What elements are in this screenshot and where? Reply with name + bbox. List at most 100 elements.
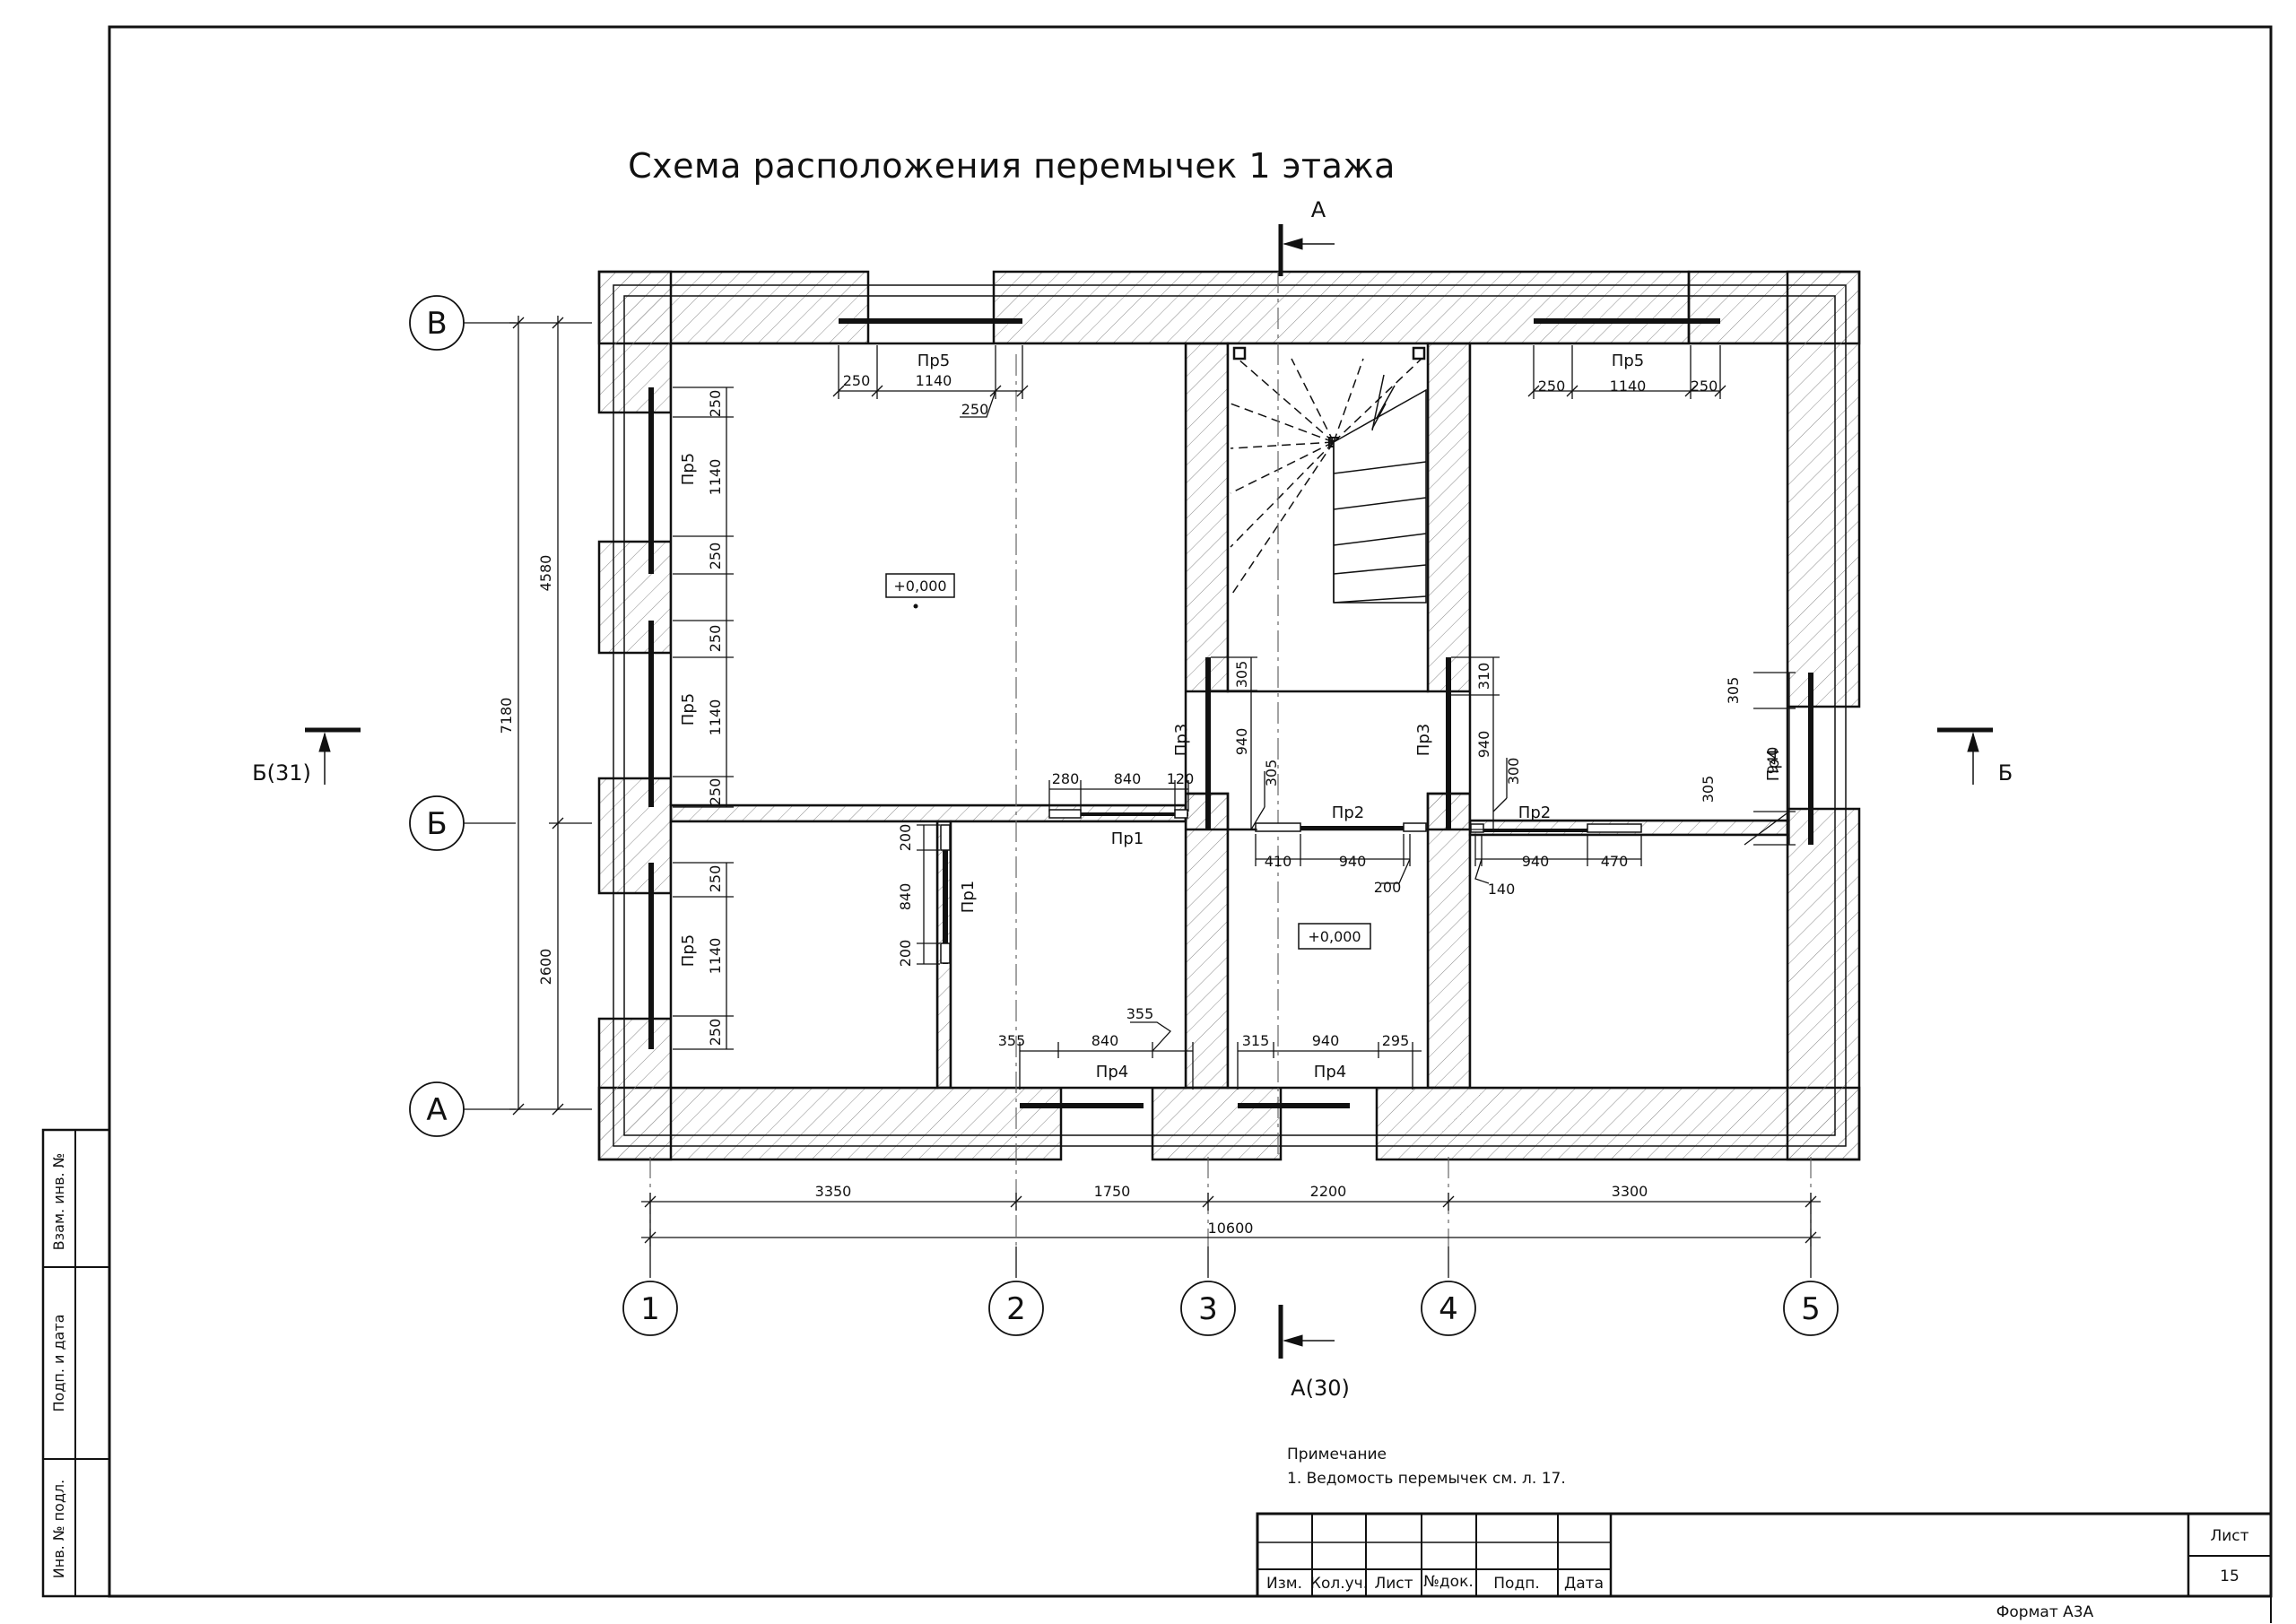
format-label: Формат А3А bbox=[1996, 1603, 2094, 1621]
level-room-1: +0,000 bbox=[893, 578, 946, 595]
wall-layers bbox=[613, 284, 1847, 1147]
dim-value: 355 bbox=[1126, 1005, 1154, 1022]
lintel-label-pr1: Пр1 bbox=[1111, 829, 1144, 848]
side-label-vzam: Взам. инв. № bbox=[50, 1153, 67, 1251]
dim-value: 250 bbox=[707, 865, 724, 893]
side-label-podp: Подп. и дата bbox=[50, 1315, 67, 1412]
axis-bubble-v bbox=[409, 295, 465, 351]
axis-bubble-3 bbox=[1180, 1281, 1236, 1336]
dim-value: 250 bbox=[961, 401, 989, 418]
dim-value: 140 bbox=[1488, 881, 1516, 898]
lintel-label-pr3: Пр3 bbox=[1414, 724, 1433, 756]
lintel-labels: Пр5 Пр5 Пр5 Пр5 Пр5 Пр1 Пр1 Пр2 Пр2 Пр3 … bbox=[679, 352, 1783, 1081]
axis-label-1: 1 bbox=[640, 1291, 660, 1327]
axis-label-5: 5 bbox=[1801, 1291, 1821, 1327]
lintel-label-pr2: Пр2 bbox=[1332, 803, 1364, 822]
dim-value: 305 bbox=[1700, 776, 1717, 803]
axis-label-2: 2 bbox=[1006, 1291, 1026, 1327]
level-room-2: +0,000 bbox=[1308, 928, 1361, 945]
stair bbox=[1230, 346, 1427, 604]
axis-bubble-b bbox=[409, 795, 465, 851]
lintel-label-pr5: Пр5 bbox=[918, 352, 950, 370]
dim-value: 280 bbox=[1052, 770, 1080, 787]
dim-value: 200 bbox=[1374, 879, 1402, 896]
dim-value: 200 bbox=[897, 940, 914, 968]
dim-value: 200 bbox=[897, 824, 914, 852]
dim-value: 840 bbox=[1091, 1032, 1119, 1049]
lintel-supports bbox=[940, 809, 1642, 964]
dim-value: 940 bbox=[1339, 853, 1367, 870]
dim-value: 250 bbox=[1538, 378, 1566, 395]
dim-value: 1140 bbox=[707, 938, 724, 975]
axis-label-a: А bbox=[426, 1092, 447, 1128]
cut-label-b-right: Б bbox=[1998, 760, 2013, 786]
dim-v-b: 4580 bbox=[537, 555, 554, 592]
dim-value: 305 bbox=[1725, 677, 1742, 705]
main-dimensions: 3350 1750 2200 3300 10600 4580 2600 7180 bbox=[498, 555, 1648, 1237]
dim-value: 250 bbox=[707, 543, 724, 570]
note-line-1: 1. Ведомость перемычек см. л. 17. bbox=[1287, 1470, 1566, 1488]
dim-4-5: 3300 bbox=[1612, 1183, 1648, 1200]
axis-label-3: 3 bbox=[1198, 1291, 1218, 1327]
axis-bubble-a bbox=[409, 1081, 465, 1137]
stamp-list: Лист bbox=[1374, 1575, 1413, 1593]
dim-3-4: 2200 bbox=[1310, 1183, 1347, 1200]
dim-value: 1140 bbox=[707, 699, 724, 736]
dim-value: 1140 bbox=[1610, 378, 1647, 395]
axis-bubble-5 bbox=[1783, 1281, 1839, 1336]
stamp-podp: Подп. bbox=[1493, 1575, 1539, 1593]
dim-total-y: 7180 bbox=[498, 698, 515, 734]
floor-plan bbox=[597, 270, 1861, 1246]
dim-value: 250 bbox=[707, 778, 724, 806]
axis-label-v: В bbox=[426, 306, 447, 342]
dim-value: 250 bbox=[707, 1019, 724, 1046]
dim-value: 1140 bbox=[916, 372, 952, 389]
sheet-frame bbox=[108, 25, 2273, 1623]
dim-value: 940 bbox=[1312, 1032, 1340, 1049]
lintel-label-pr3: Пр3 bbox=[1172, 724, 1191, 756]
stamp-kol: Кол.уч. bbox=[1310, 1575, 1368, 1593]
dim-value: 940 bbox=[1475, 731, 1492, 759]
lintel-label-pr5: Пр5 bbox=[1612, 352, 1644, 370]
dim-value: 1140 bbox=[707, 459, 724, 496]
dim-value: 295 bbox=[1382, 1032, 1410, 1049]
axis-bubble-2 bbox=[988, 1281, 1044, 1336]
cut-label-a-bottom: А(30) bbox=[1291, 1376, 1350, 1401]
axis-bubbles: В Б А 1 2 3 4 5 bbox=[409, 295, 1839, 1336]
dimension-lines bbox=[462, 316, 1821, 1278]
lintel-label-pr5: Пр5 bbox=[679, 453, 698, 485]
lintel-label-pr4: Пр4 bbox=[1096, 1063, 1128, 1081]
dim-value: 250 bbox=[707, 625, 724, 653]
dim-2-3: 1750 bbox=[1094, 1183, 1131, 1200]
dim-value: 470 bbox=[1601, 853, 1629, 870]
side-label-inv: Инв. № подл. bbox=[50, 1480, 67, 1578]
stamp-data: Дата bbox=[1564, 1575, 1604, 1593]
dim-value: 300 bbox=[1505, 758, 1522, 786]
dim-value: 840 bbox=[897, 883, 914, 911]
side-stamp: Взам. инв. № Подп. и дата Инв. № подл. bbox=[41, 1128, 111, 1598]
dim-value: 250 bbox=[843, 372, 871, 389]
axis-label-4: 4 bbox=[1439, 1291, 1458, 1327]
lintel-label-pr5: Пр5 bbox=[679, 693, 698, 725]
stamp-izm: Изм. bbox=[1266, 1575, 1302, 1593]
dim-b-a: 2600 bbox=[537, 949, 554, 986]
lintel-label-pr1: Пр1 bbox=[959, 881, 978, 913]
outer-walls bbox=[597, 270, 1861, 1161]
axis-label-b: Б bbox=[426, 806, 447, 842]
cut-label-b-left: Б(31) bbox=[252, 760, 311, 786]
title-block-labels: Изм. Кол.уч. Лист №док. Подп. Дата Лист … bbox=[1266, 1527, 2249, 1593]
dim-value: 940 bbox=[1233, 728, 1250, 756]
note: Примечание 1. Ведомость перемычек см. л.… bbox=[1287, 1446, 1566, 1488]
drawing-title: Схема расположения перемычек 1 этажа bbox=[628, 146, 1396, 186]
lintel-label-pr2: Пр2 bbox=[1518, 803, 1551, 822]
stamp-sheet-label: Лист bbox=[2210, 1527, 2248, 1545]
dim-value: 840 bbox=[1114, 770, 1142, 787]
dim-value: 940 bbox=[1764, 747, 1781, 775]
local-dimensions: 250 1140 250 250 1140 250 250 1140 250 2… bbox=[707, 372, 1781, 1049]
section-cuts bbox=[305, 224, 1993, 1359]
dim-value: 315 bbox=[1242, 1032, 1270, 1049]
dim-1-2: 3350 bbox=[815, 1183, 852, 1200]
note-heading: Примечание bbox=[1287, 1446, 1387, 1463]
stamp-ndok: №док. bbox=[1423, 1573, 1474, 1591]
